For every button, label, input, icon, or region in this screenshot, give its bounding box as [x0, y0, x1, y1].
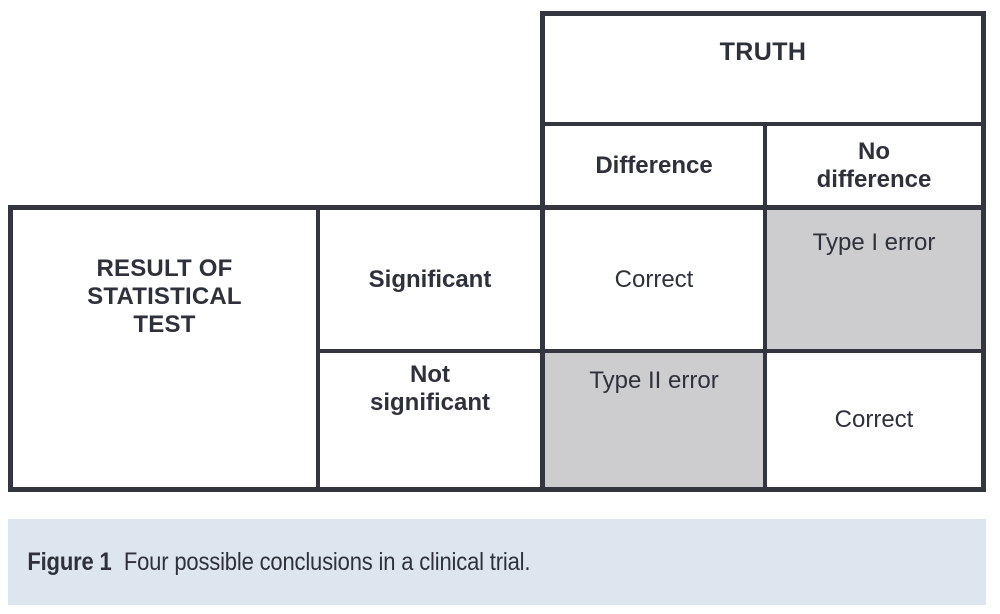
figure-caption: Figure 1 Four possible conclusions in a c… — [8, 548, 530, 577]
table-border-right — [981, 11, 986, 492]
cell-not-significant-no-difference: Correct — [834, 406, 914, 434]
table-border-col-label — [316, 205, 320, 492]
table-border-body-top — [8, 205, 986, 210]
table-border-bottom — [8, 487, 986, 492]
row-header-not-significant-label: Not significant — [369, 361, 490, 416]
row-group-header-result-of-statistical-test: RESULT OF STATISTICAL TEST — [13, 210, 316, 487]
figure-caption-bar: Figure 1 Four possible conclusions in a c… — [8, 519, 986, 605]
cell-significant-no-difference: Type I error — [812, 229, 936, 256]
shade-type-1-error — [767, 210, 981, 349]
column-group-header-truth: TRUTH — [719, 37, 807, 66]
cell-not-significant-difference: Type II error — [589, 367, 719, 394]
table-border-truth-bottom — [540, 122, 986, 126]
table-border-col-truth-left — [540, 11, 545, 492]
table-border-col-difference — [763, 126, 767, 492]
column-header-difference: Difference — [595, 151, 713, 179]
figure-caption-text: Four possible conclusions in a clinical … — [123, 547, 531, 576]
corner-line-3: TEST — [133, 310, 196, 338]
corner-line-2: STATISTICAL — [87, 282, 242, 310]
cell-significant-difference: Correct — [614, 265, 694, 293]
corner-line-1: RESULT OF — [96, 255, 233, 282]
shade-type-2-error — [545, 353, 763, 487]
row-group-header-label: RESULT OF STATISTICAL TEST — [13, 255, 316, 338]
table-border-left — [8, 205, 13, 492]
table-border-top — [540, 11, 986, 16]
column-header-no-difference: No difference — [767, 126, 981, 205]
figure-caption-label: Figure 1 — [27, 547, 112, 576]
column-header-no-difference-label: No difference — [816, 137, 932, 193]
table-border-row-divider — [316, 349, 986, 353]
row-header-not-significant: Not significant — [320, 353, 540, 487]
row-header-significant: Significant — [368, 265, 492, 293]
